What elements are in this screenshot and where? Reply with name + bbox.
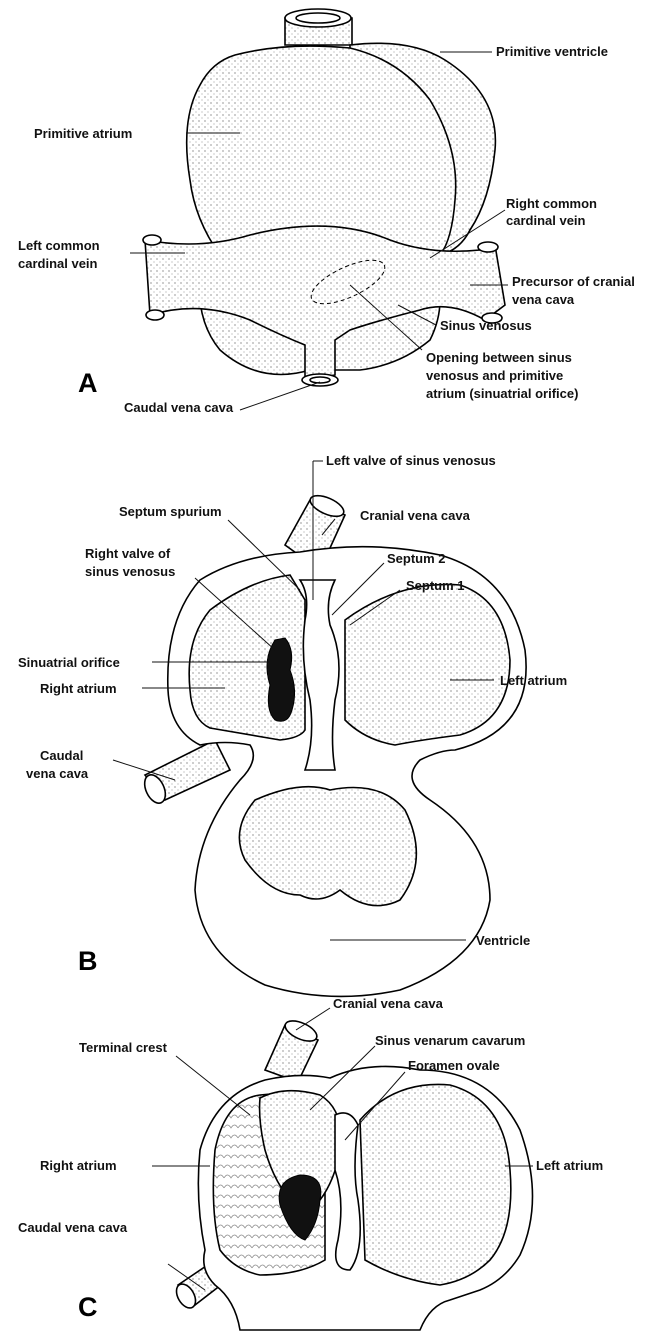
label-ventricle-b: Ventricle — [476, 933, 530, 948]
label-precursor-cranial-vena-cava-2: vena cava — [512, 292, 575, 307]
label-caudal-vena-cava-b: Caudal — [40, 748, 83, 763]
label-sinuatrial-opening-2: venosus and primitive — [426, 368, 563, 383]
label-septum-spurium: Septum spurium — [119, 504, 222, 519]
label-foramen-ovale: Foramen ovale — [408, 1058, 500, 1073]
label-right-common-cardinal-vein-2: cardinal vein — [506, 213, 586, 228]
label-right-atrium-c: Right atrium — [40, 1158, 117, 1173]
label-septum-2: Septum 2 — [387, 551, 446, 566]
label-left-atrium-c: Left atrium — [536, 1158, 603, 1173]
label-sinuatrial-orifice-b: Sinuatrial orifice — [18, 655, 120, 670]
label-left-common-cardinal-vein-2: cardinal vein — [18, 256, 98, 271]
panel-c: Cranial vena cava Terminal crest Sinus v… — [18, 996, 603, 1330]
panel-letter-a: A — [78, 368, 98, 398]
label-sinuatrial-opening-3: atrium (sinuatrial orifice) — [426, 386, 578, 401]
label-septum-1: Septum 1 — [406, 578, 465, 593]
label-right-valve-sinus-venosus: Right valve of — [85, 546, 171, 561]
label-sinuatrial-opening: Opening between sinus — [426, 350, 572, 365]
label-primitive-atrium: Primitive atrium — [34, 126, 132, 141]
top-vessel-drawing — [285, 9, 352, 45]
panel-letter-b: B — [78, 946, 98, 976]
label-left-common-cardinal-vein: Left common — [18, 238, 100, 253]
label-right-common-cardinal-vein: Right common — [506, 196, 597, 211]
label-primitive-ventricle: Primitive ventricle — [496, 44, 608, 59]
label-terminal-crest: Terminal crest — [79, 1040, 168, 1055]
label-cranial-vena-cava-c: Cranial vena cava — [333, 996, 444, 1011]
label-caudal-vena-cava-b-2: vena cava — [26, 766, 89, 781]
panel-letter-c: C — [78, 1292, 98, 1322]
label-right-atrium-b: Right atrium — [40, 681, 117, 696]
label-left-atrium-b: Left atrium — [500, 673, 567, 688]
label-cranial-vena-cava-b: Cranial vena cava — [360, 508, 471, 523]
label-right-valve-sinus-venosus-2: sinus venosus — [85, 564, 175, 579]
left-atrium-cavity-b — [345, 584, 510, 745]
label-sinus-venarum-cavarum: Sinus venarum cavarum — [375, 1033, 525, 1048]
label-precursor-cranial-vena-cava: Precursor of cranial — [512, 274, 635, 289]
sinuatrial-orifice-dark — [267, 638, 295, 721]
panel-b: Left valve of sinus venosus Septum spuri… — [18, 453, 567, 996]
label-sinus-venosus: Sinus venosus — [440, 318, 532, 333]
label-caudal-vena-cava: Caudal vena cava — [124, 400, 234, 415]
panel-a: Primitive atrium Primitive ventricle Rig… — [18, 9, 635, 415]
label-left-valve-sinus-venosus: Left valve of sinus venosus — [326, 453, 496, 468]
label-caudal-vena-cava-c: Caudal vena cava — [18, 1220, 128, 1235]
left-atrium-cavity-c — [360, 1084, 511, 1285]
